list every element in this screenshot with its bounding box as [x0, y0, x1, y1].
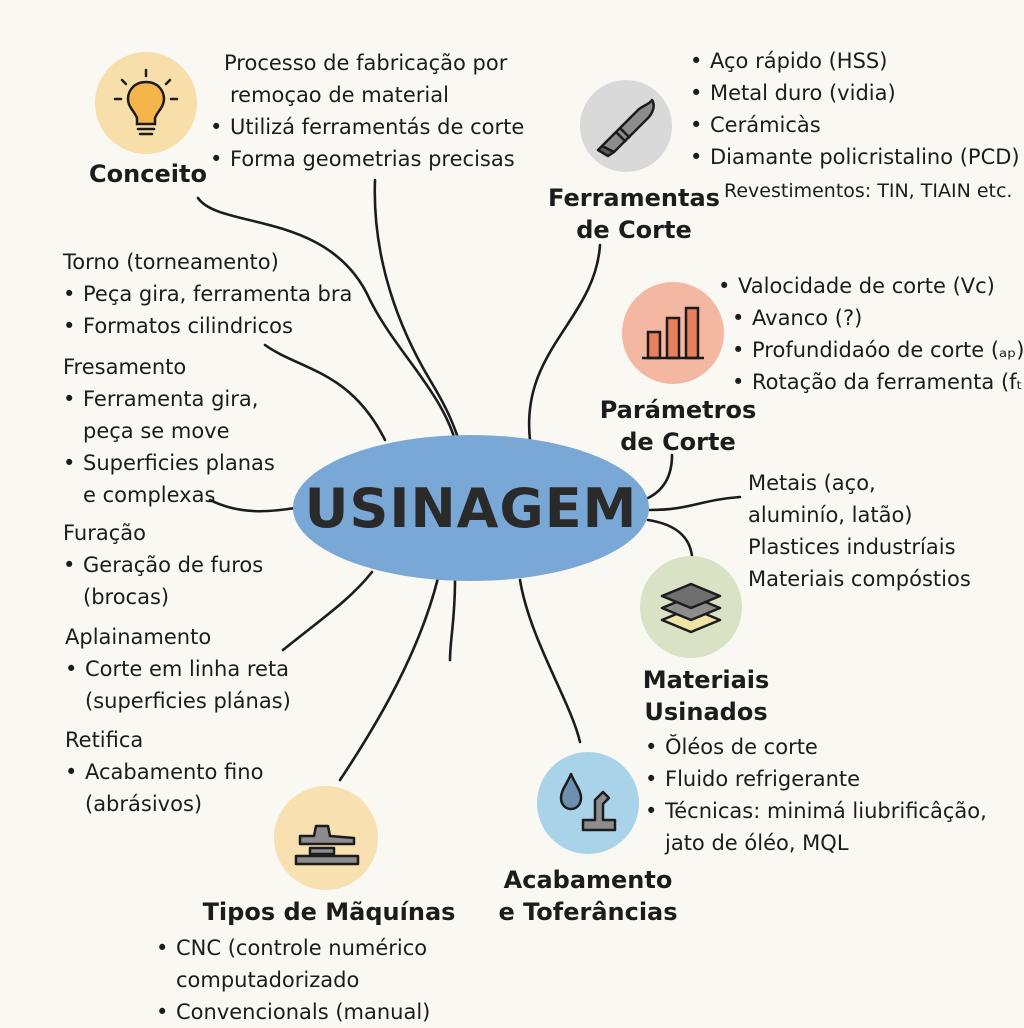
- central-node[interactable]: USINAGEM: [293, 435, 649, 581]
- processos-torno: Torno (torneamento) Peça gira, ferrament…: [63, 246, 352, 342]
- retifica-item-cont: (abrásivos): [85, 792, 203, 816]
- materiais-line-1: Metais (aço,: [748, 471, 876, 495]
- ferramentas-title-2[interactable]: de Corte: [576, 216, 692, 244]
- ferramentas-item-1: Aço rápido (HSS): [690, 45, 1020, 77]
- fresamento-title[interactable]: Fresamento: [63, 355, 187, 379]
- link-ferramentas: [527, 243, 602, 442]
- link-materiais: [648, 495, 742, 512]
- parametros-item-3: Profundidaóo de corte (ₐₚ): [732, 334, 1024, 366]
- maquinas-title[interactable]: Tipos de Mãquínas: [202, 898, 456, 926]
- acabamento-title-1[interactable]: Acabamento: [503, 866, 673, 894]
- furacao-item-cont: (brocas): [83, 585, 170, 609]
- aplainamento-title[interactable]: Aplainamento: [65, 625, 212, 649]
- ferramentas-item-2: Metal duro (vidia): [690, 77, 1020, 109]
- parametros-item-2: Avanco (?): [732, 302, 1024, 334]
- materiais-title[interactable]: Materiais Usinados: [642, 666, 770, 726]
- parametros-title-1[interactable]: Parámetros: [599, 396, 757, 424]
- acabamento-icon-circle: [537, 752, 639, 854]
- processos-retifica: Retifica Acabamento fino (abrásivos): [65, 724, 263, 820]
- parametros-icon-circle: [622, 282, 724, 384]
- fresamento-item-2: Superficies planas: [63, 447, 275, 479]
- ferramentas-details: Aço rápido (HSS) Metal duro (vidia) Cerá…: [690, 45, 1020, 173]
- ferramentas-item-4: Diamante policristalino (PCD): [690, 141, 1020, 173]
- conceito-line-2: remoçao de material: [230, 83, 449, 107]
- maquinas-item-1-cont: computadorizado: [176, 968, 360, 992]
- parametros-title-2[interactable]: de Corte: [620, 428, 736, 456]
- fresamento-item-1: Ferramenta gira,: [63, 383, 275, 415]
- conceito-line-1: Processo de fabricação por: [224, 51, 508, 75]
- link-torno: [263, 343, 387, 442]
- processos-fresamento: Fresamento Ferramenta gira, peça se move…: [63, 351, 275, 511]
- link-conceito: [196, 196, 457, 442]
- drop-icon: [559, 772, 617, 832]
- fresamento-item-1-cont: peça se move: [83, 419, 230, 443]
- materiais-details: Metais (aço, aluminío, latão) Plastices …: [748, 467, 971, 595]
- link-acabamento-a: [448, 578, 457, 662]
- link-materiais-icon: [646, 518, 694, 558]
- machine-icon: [294, 824, 360, 866]
- conceito-details: Processo de fabricação por remoçao de ma…: [210, 47, 524, 175]
- acabamento-item-1: Ŏléos de corte: [645, 731, 987, 763]
- materiais-icon-circle: [640, 556, 742, 658]
- maquinas-item-2: Convencionals (manual): [156, 996, 430, 1028]
- ferramentas-icon-circle: [580, 80, 672, 172]
- acabamento-item-3-cont: jato de óléo, MQL: [665, 831, 849, 855]
- lightbulb-icon: [113, 68, 179, 136]
- fresamento-item-2-cont: e complexas: [83, 483, 216, 507]
- parametros-details: Valocidade de corte (Vc) Avanco (?) Prof…: [718, 270, 1024, 398]
- materiais-line-3: Plastices industríais: [748, 535, 956, 559]
- ferramentas-extra: Revestimentos: TIN, TIAIN etc.: [724, 180, 1013, 202]
- processos-furacao: Furação Geração de furos (brocas): [63, 517, 263, 613]
- retifica-item: Acabamento fino: [65, 756, 263, 788]
- link-maquinas: [338, 576, 440, 782]
- aplainamento-item-cont: (superficies plánas): [85, 689, 291, 713]
- conceito-icon-circle: [95, 52, 197, 154]
- parametros-item-4: Rotação da ferramenta (fₜ): [732, 366, 1024, 398]
- link-conceito-text: [373, 178, 460, 440]
- bar-chart-icon: [642, 306, 704, 360]
- maquinas-item-1: CNC (controle numérico: [156, 932, 430, 964]
- central-label: USINAGEM: [304, 476, 638, 540]
- ferramentas-title-1[interactable]: Ferramentas: [548, 184, 720, 212]
- retifica-title[interactable]: Retifica: [65, 728, 144, 752]
- furacao-title[interactable]: Furação: [63, 521, 147, 545]
- processos-aplainamento: Aplainamento Corte em linha reta (superf…: [65, 621, 291, 717]
- parametros-item-1: Valocidade de corte (Vc): [718, 270, 1024, 302]
- conceito-title[interactable]: Conceito: [89, 160, 207, 188]
- aplainamento-item: Corte em linha reta: [65, 653, 291, 685]
- torno-item-2: Formatos cilindricos: [63, 310, 352, 342]
- torno-title[interactable]: Torno (torneamento): [63, 250, 279, 274]
- conceito-item-2: Forma geometrias precisas: [210, 143, 524, 175]
- acabamento-item-2: Fluido refrigerante: [645, 763, 987, 795]
- link-parametros: [646, 453, 674, 500]
- acabamento-details: Ŏléos de corte Fluido refrigerante Técni…: [645, 731, 987, 859]
- ferramentas-item-3: Cerámicàs: [690, 109, 1020, 141]
- torno-item-1: Peça gira, ferramenta bra: [63, 278, 352, 310]
- link-fresamento: [208, 498, 297, 513]
- materiais-line-4: Materiais compóstios: [748, 567, 971, 591]
- link-aplainamento: [281, 570, 374, 652]
- materiais-line-2: aluminío, latão): [748, 503, 913, 527]
- furacao-item: Geração de furos: [63, 549, 263, 581]
- maquinas-details: CNC (controle numérico computadorizado C…: [156, 932, 430, 1028]
- acabamento-item-3: Técnicas: minimá liubrificâção,: [645, 795, 987, 827]
- maquinas-icon-circle: [274, 786, 378, 890]
- acabamento-title-2[interactable]: e Toferâncias: [498, 898, 678, 926]
- cutting-tool-icon: [596, 98, 655, 158]
- conceito-item-1: Utilizá ferramentás de corte: [210, 111, 524, 143]
- layers-icon: [660, 582, 722, 634]
- link-acabamento: [518, 578, 582, 744]
